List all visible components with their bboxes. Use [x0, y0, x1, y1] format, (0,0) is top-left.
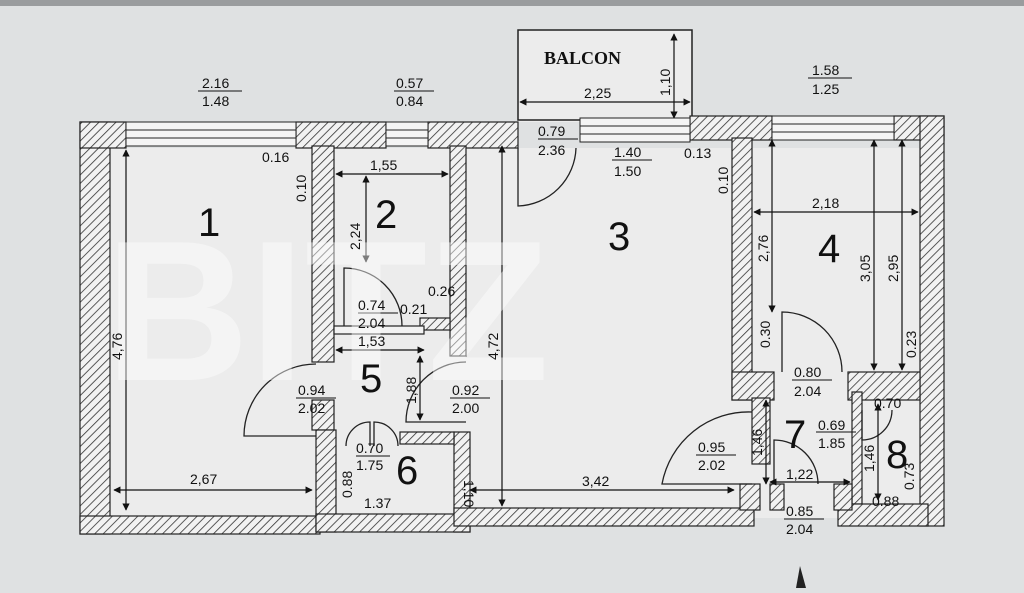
door-labels: 0.79 2.36 0.74 2.04 0.94 2.02 0.92 2.00 … [298, 123, 845, 537]
door-room-3-height: 2.00 [452, 400, 479, 416]
room-3-width: 3,42 [582, 473, 609, 489]
horizontal-dimensions: 2,67 1,55 3,42 2,18 1,53 1.37 1,22 0.88 … [190, 85, 901, 511]
door-room-7-left [661, 411, 753, 485]
door-room-7-height: 1.85 [818, 435, 845, 451]
window-3-width: 1.58 [812, 62, 839, 78]
door-room-7b-width: 0.95 [698, 439, 725, 455]
room-7-height: 1,46 [749, 429, 765, 456]
window-4-width: 1.40 [614, 144, 641, 160]
room-2-label: 2 [375, 193, 397, 237]
door-room-2-width: 0.74 [358, 297, 385, 313]
door-room-7-width: 0.69 [818, 417, 845, 433]
room-5-height: 1,88 [403, 377, 419, 404]
room-6-label: 6 [396, 449, 418, 493]
room-8-label: 8 [886, 433, 908, 477]
room-1-height: 4,76 [109, 333, 125, 360]
vertical-dimensions: 4,76 2,24 4,72 2,76 3,05 2,95 1,88 0.88 … [109, 69, 919, 508]
offset-013: 0.13 [684, 145, 711, 161]
watermark: BITZ [105, 200, 549, 423]
door-room-8 [861, 409, 893, 441]
balcony-door-width: 0.79 [538, 123, 565, 139]
room-8-side: 0.73 [901, 463, 917, 490]
window-3-height: 1.25 [812, 81, 839, 97]
room-1-width: 2,67 [190, 471, 217, 487]
window-1-height: 1.48 [202, 93, 229, 109]
door-room-2-height: 2.04 [358, 315, 385, 331]
room-4-height-c: 2,95 [885, 255, 901, 282]
door-room-2 [343, 267, 403, 327]
offset-010b: 0.10 [715, 167, 731, 194]
offset-026: 0.26 [428, 283, 455, 299]
balcony-width: 2,25 [584, 85, 611, 101]
window-2-height: 0.84 [396, 93, 423, 109]
room-5-width: 1,53 [358, 333, 385, 349]
door-room-3-width: 0.92 [452, 382, 479, 398]
offset-023: 0.23 [903, 331, 919, 358]
room-4-height-b: 3,05 [857, 255, 873, 282]
balcony-depth: 1,10 [657, 69, 673, 96]
room-8-width: 0.88 [872, 493, 899, 509]
door-room-7b-height: 2.02 [698, 457, 725, 473]
window-1-width: 2.16 [202, 75, 229, 91]
offset-010a: 0.10 [293, 175, 309, 202]
fraction-bars [198, 77, 856, 520]
room-1-label: 1 [198, 201, 220, 245]
room-6-height: 0.88 [339, 471, 355, 498]
windows [125, 115, 895, 147]
room-6-side: 1,10 [461, 480, 477, 507]
room-4-width: 2,18 [812, 195, 839, 211]
door-room-4 [781, 311, 843, 373]
room-8-top: 0.70 [874, 395, 901, 411]
door-entry [773, 439, 819, 485]
offset-016: 0.16 [262, 149, 289, 165]
window-labels: 2.16 1.48 0.57 0.84 1.58 1.25 1.40 1.50 [202, 62, 839, 179]
balcony-label: BALCON [544, 48, 621, 68]
walls [79, 115, 945, 535]
door-room-6-width: 0.70 [356, 440, 383, 456]
window-2-width: 0.57 [396, 75, 423, 91]
room-6-width: 1.37 [364, 495, 391, 511]
door-entry-width: 0.85 [786, 503, 813, 519]
dimension-lines [113, 33, 919, 511]
door-room-4-width: 0.80 [794, 364, 821, 380]
room-7-width: 1,22 [786, 466, 813, 482]
door-room-1 [243, 363, 317, 437]
balcony-door [517, 147, 577, 207]
door-room-1-width: 0.94 [298, 382, 325, 398]
room-numbers: 1 2 3 4 5 6 7 8 [198, 193, 908, 493]
room-2-height: 2,24 [347, 223, 363, 250]
offset-030: 0.30 [757, 321, 773, 348]
offset-021: 0.21 [400, 301, 427, 317]
room-7-label: 7 [784, 413, 806, 457]
door-room-4-height: 2.04 [794, 383, 821, 399]
pen-mark [796, 566, 806, 588]
room-4-height-a: 2,76 [755, 235, 771, 262]
paper-top-edge [0, 0, 1024, 6]
door-room-6-right [373, 421, 399, 447]
room-5-label: 5 [360, 357, 382, 401]
door-entry-height: 2.04 [786, 521, 813, 537]
room-2-width: 1,55 [370, 157, 397, 173]
window-4-height: 1.50 [614, 163, 641, 179]
room-4-label: 4 [818, 227, 840, 271]
door-room-6-left [345, 421, 371, 447]
door-room-6-height: 1.75 [356, 457, 383, 473]
room-3-label: 3 [608, 215, 630, 259]
room-8-height: 1,46 [861, 445, 877, 472]
balcony-door-height: 2.36 [538, 142, 565, 158]
door-room-1-height: 2.02 [298, 400, 325, 416]
room-3-height: 4,72 [485, 333, 501, 360]
